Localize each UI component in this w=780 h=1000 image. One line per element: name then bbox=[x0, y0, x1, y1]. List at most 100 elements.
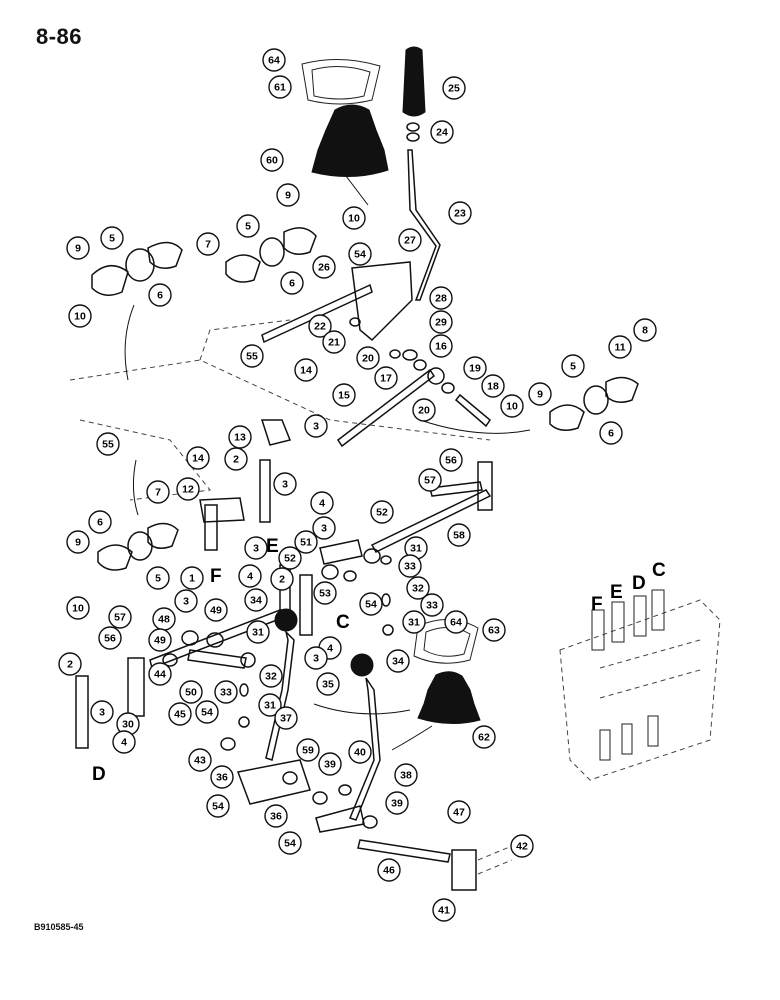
callout-60: 60 bbox=[260, 148, 284, 172]
callout-number: 26 bbox=[318, 262, 330, 274]
callout-10: 10 bbox=[342, 206, 366, 230]
callout-number: 38 bbox=[400, 770, 412, 782]
callout-number: 24 bbox=[436, 127, 448, 139]
callout-number: 23 bbox=[454, 208, 466, 220]
callout-54: 54 bbox=[359, 592, 383, 616]
callout-number: 10 bbox=[74, 311, 86, 323]
callout-number: 37 bbox=[280, 713, 292, 725]
callout-32: 32 bbox=[406, 576, 430, 600]
callout-16: 16 bbox=[429, 334, 453, 358]
callout-number: 51 bbox=[300, 537, 312, 549]
callout-number: 20 bbox=[418, 405, 430, 417]
callout-31: 31 bbox=[246, 620, 270, 644]
callout-55: 55 bbox=[96, 432, 120, 456]
callout-number: 7 bbox=[205, 239, 211, 251]
callout-3: 3 bbox=[273, 472, 297, 496]
callout-2: 2 bbox=[58, 652, 82, 676]
callout-number: 3 bbox=[321, 523, 327, 535]
callout-number: 34 bbox=[250, 595, 262, 607]
callout-3: 3 bbox=[304, 414, 328, 438]
callout-number: 25 bbox=[448, 83, 460, 95]
callout-number: 36 bbox=[270, 811, 282, 823]
callout-57: 57 bbox=[418, 468, 442, 492]
callout-9: 9 bbox=[276, 183, 300, 207]
callout-number: 62 bbox=[478, 732, 490, 744]
callout-number: 57 bbox=[114, 612, 126, 624]
lower-linkages bbox=[75, 608, 513, 891]
callout-20: 20 bbox=[412, 398, 436, 422]
callout-3: 3 bbox=[304, 646, 328, 670]
callout-number: 29 bbox=[435, 317, 447, 329]
callout-9: 9 bbox=[66, 530, 90, 554]
callout-7: 7 bbox=[196, 232, 220, 256]
callout-number: 13 bbox=[234, 432, 246, 444]
callout-number: 28 bbox=[435, 293, 447, 305]
callout-number: 2 bbox=[279, 574, 285, 586]
callout-7: 7 bbox=[146, 480, 170, 504]
callout-number: 11 bbox=[614, 342, 625, 354]
callout-number: 33 bbox=[404, 561, 416, 573]
callout-39: 39 bbox=[318, 752, 342, 776]
callout-number: 57 bbox=[424, 475, 436, 487]
callout-number: 5 bbox=[245, 221, 251, 233]
callout-12: 12 bbox=[176, 477, 200, 501]
callout-54: 54 bbox=[348, 242, 372, 266]
callout-49: 49 bbox=[148, 628, 172, 652]
callout-number: 19 bbox=[469, 363, 481, 375]
middle-linkages bbox=[199, 419, 493, 636]
callout-number: 9 bbox=[285, 190, 291, 202]
callout-number: 56 bbox=[104, 633, 116, 645]
callout-number: 7 bbox=[155, 487, 161, 499]
callout-2: 2 bbox=[270, 567, 294, 591]
callout-number: 63 bbox=[488, 625, 500, 637]
callout-number: 32 bbox=[412, 583, 424, 595]
callout-56: 56 bbox=[439, 448, 463, 472]
callout-20: 20 bbox=[356, 346, 380, 370]
callout-9: 9 bbox=[528, 382, 552, 406]
callout-18: 18 bbox=[481, 374, 505, 398]
callout-51: 51 bbox=[294, 530, 318, 554]
callout-number: 2 bbox=[67, 659, 73, 671]
callout-6: 6 bbox=[280, 271, 304, 295]
callout-43: 43 bbox=[188, 748, 212, 772]
callout-number: 3 bbox=[253, 543, 259, 555]
callout-36: 36 bbox=[210, 765, 234, 789]
callout-33: 33 bbox=[420, 593, 444, 617]
callout-number: 46 bbox=[383, 865, 395, 877]
page-number: 8-86 bbox=[36, 24, 83, 49]
callout-56: 56 bbox=[98, 626, 122, 650]
callout-number: 15 bbox=[338, 390, 350, 402]
callout-number: 41 bbox=[438, 905, 450, 917]
bearing-brackets bbox=[91, 227, 639, 571]
callout-number: 4 bbox=[319, 498, 325, 510]
callout-34: 34 bbox=[386, 649, 410, 673]
callout-4: 4 bbox=[112, 730, 136, 754]
callout-number: 5 bbox=[109, 233, 115, 245]
callout-number: 40 bbox=[354, 747, 366, 759]
callout-2: 2 bbox=[224, 447, 248, 471]
callout-number: 31 bbox=[408, 617, 420, 629]
valve-letter-c: C bbox=[652, 560, 666, 581]
callout-35: 35 bbox=[316, 672, 340, 696]
callout-number: 21 bbox=[328, 337, 340, 349]
callout-number: 3 bbox=[282, 479, 288, 491]
section-letters: D F E C F E D C bbox=[92, 536, 666, 785]
callout-number: 58 bbox=[453, 530, 465, 542]
callout-10: 10 bbox=[68, 304, 92, 328]
callout-number: 14 bbox=[192, 453, 204, 465]
callout-5: 5 bbox=[236, 214, 260, 238]
callout-36: 36 bbox=[264, 804, 288, 828]
callout-46: 46 bbox=[377, 858, 401, 882]
callout-42: 42 bbox=[510, 834, 534, 858]
callout-number: 64 bbox=[268, 55, 280, 67]
callout-number: 48 bbox=[158, 614, 170, 626]
callout-24: 24 bbox=[430, 120, 454, 144]
callout-number: 12 bbox=[182, 484, 194, 496]
callout-8: 8 bbox=[633, 318, 657, 342]
callout-58: 58 bbox=[447, 523, 471, 547]
callout-number: 39 bbox=[324, 759, 336, 771]
callout-number: 33 bbox=[220, 687, 232, 699]
callout-number: 49 bbox=[154, 635, 166, 647]
callout-52: 52 bbox=[278, 546, 302, 570]
callout-number: 4 bbox=[121, 737, 127, 749]
